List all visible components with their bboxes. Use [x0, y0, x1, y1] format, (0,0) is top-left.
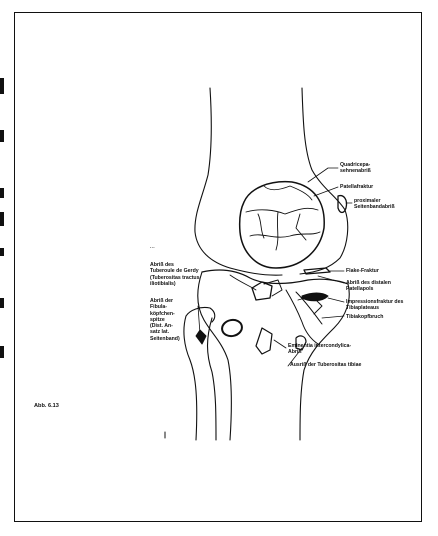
label-quadriceps: Quadricepa- sehnenabriß — [340, 162, 371, 175]
label-tibial-head: Tibiakopfbruch — [346, 314, 383, 320]
femur-outline — [195, 88, 230, 268]
label-tuberositas: Ausriß der Tuberositas tibiae — [290, 362, 361, 368]
label-patella-fracture: Patellafraktur — [340, 184, 373, 190]
label-eminentia: Eminentia intercondylica- Abriß — [288, 343, 351, 356]
label-proximal-lateral: proximaler Seitenbandabriß — [354, 198, 395, 211]
leader-impression — [328, 298, 344, 302]
leader-eminentia — [274, 340, 286, 348]
femur-outline-right — [300, 88, 348, 274]
figure-caption: Abb. 6.13 — [34, 403, 59, 409]
label-gerdy: Abriß des Tuberoule de Gerdy (Tuberosita… — [150, 262, 199, 287]
eminentia-fragment — [256, 328, 272, 354]
tibia-outline-left — [198, 272, 232, 440]
patella — [240, 182, 325, 268]
fibula-tip-fragment — [196, 330, 206, 344]
label-distal-patellar: Abriß des distalen Patellapols — [346, 280, 391, 293]
label-flake-fracture: Flake-Fraktur — [346, 268, 379, 274]
ligament-fragment — [338, 196, 347, 213]
label-impression-fracture: Impressionsfraktur des Tibiaplateaus — [346, 299, 403, 312]
leader-tibial-head — [322, 316, 344, 318]
fibula-head — [186, 307, 215, 322]
patella-fracture-lines — [246, 208, 320, 250]
label-fibula: Abriß der Fibula- köpfchen- spitze (Dist… — [150, 298, 180, 342]
handwritten-note: ... — [150, 244, 155, 250]
gerdy-fragment — [252, 282, 272, 300]
leader-gerdy — [230, 275, 256, 290]
medial-fragment — [221, 318, 244, 338]
